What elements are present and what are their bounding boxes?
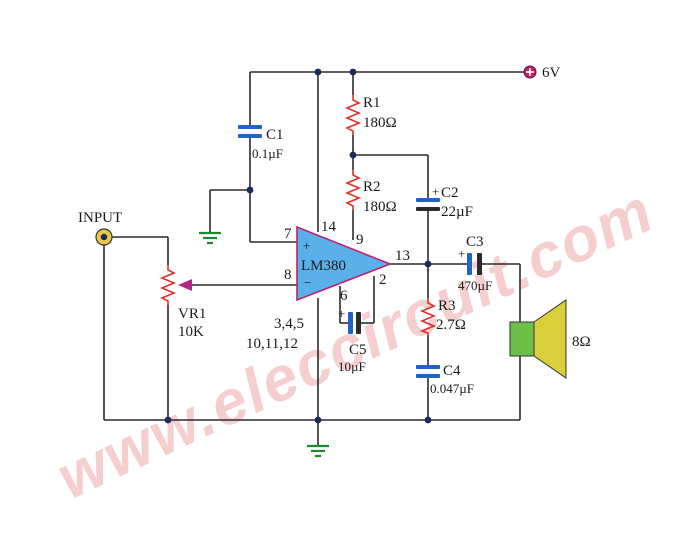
- c1-capacitor: [238, 125, 262, 138]
- pin-6-label: 6: [340, 288, 348, 304]
- junction-dots: [164, 68, 432, 424]
- c3-name: C3: [466, 234, 484, 250]
- c2-name: C2: [441, 185, 459, 201]
- ic-name: LM380: [301, 258, 346, 274]
- r3-resistor: [419, 298, 437, 335]
- opamp-minus-sign: −: [304, 275, 311, 290]
- c2-plus: +: [432, 184, 439, 199]
- pin-8-label: 8: [284, 267, 292, 283]
- vr1-value: 10K: [178, 324, 204, 340]
- c4-name: C4: [443, 363, 461, 379]
- c5-name: C5: [349, 342, 367, 358]
- c5-plus: +: [338, 306, 345, 321]
- c5-capacitor: [348, 312, 361, 334]
- supply-voltage-label: 6V: [542, 65, 561, 81]
- c2-value: 22µF: [441, 204, 473, 220]
- ground-symbol-main: [307, 444, 329, 458]
- vr1-name: VR1: [178, 306, 206, 322]
- input-label: INPUT: [78, 210, 122, 226]
- wires: [103, 71, 528, 445]
- ground-pins-label-2: 10,11,12: [246, 336, 298, 352]
- pin-2-label: 2: [379, 272, 387, 288]
- speaker-impedance: 8Ω: [572, 334, 591, 350]
- c3-capacitor: [462, 253, 485, 275]
- r1-value: 180Ω: [363, 115, 397, 131]
- speaker: [509, 299, 567, 379]
- c1-value: 0.1µF: [252, 146, 283, 161]
- pin-7-label: 7: [284, 226, 292, 242]
- input-jack: [95, 228, 113, 246]
- r2-name: R2: [363, 179, 381, 195]
- ground-pins-label-1: 3,4,5: [274, 316, 304, 332]
- opamp-plus-sign: +: [303, 238, 310, 253]
- r2-value: 180Ω: [363, 199, 397, 215]
- pin-14-label: 14: [321, 219, 337, 235]
- r2-resistor: [344, 170, 362, 210]
- pin-13-label: 13: [395, 248, 410, 264]
- r3-value: 2.7Ω: [436, 317, 466, 333]
- c3-value: 470µF: [458, 278, 492, 293]
- r1-name: R1: [363, 95, 381, 111]
- c4-capacitor: [416, 365, 440, 378]
- supply-terminal: [523, 65, 537, 79]
- pin-9-label: 9: [356, 232, 364, 248]
- r1-resistor: [344, 95, 362, 135]
- lm380-opamp: [296, 225, 393, 302]
- c3-plus: +: [458, 246, 465, 261]
- c5-value: 10µF: [338, 359, 366, 374]
- c1-name: C1: [266, 127, 284, 143]
- r3-name: R3: [438, 298, 456, 314]
- c4-value: 0.047µF: [430, 381, 474, 396]
- vr1-wiper-arrow: [178, 279, 192, 291]
- c2-capacitor: [416, 198, 440, 211]
- ground-symbol-c1: [199, 231, 221, 245]
- vr1-potentiometer: [159, 265, 177, 305]
